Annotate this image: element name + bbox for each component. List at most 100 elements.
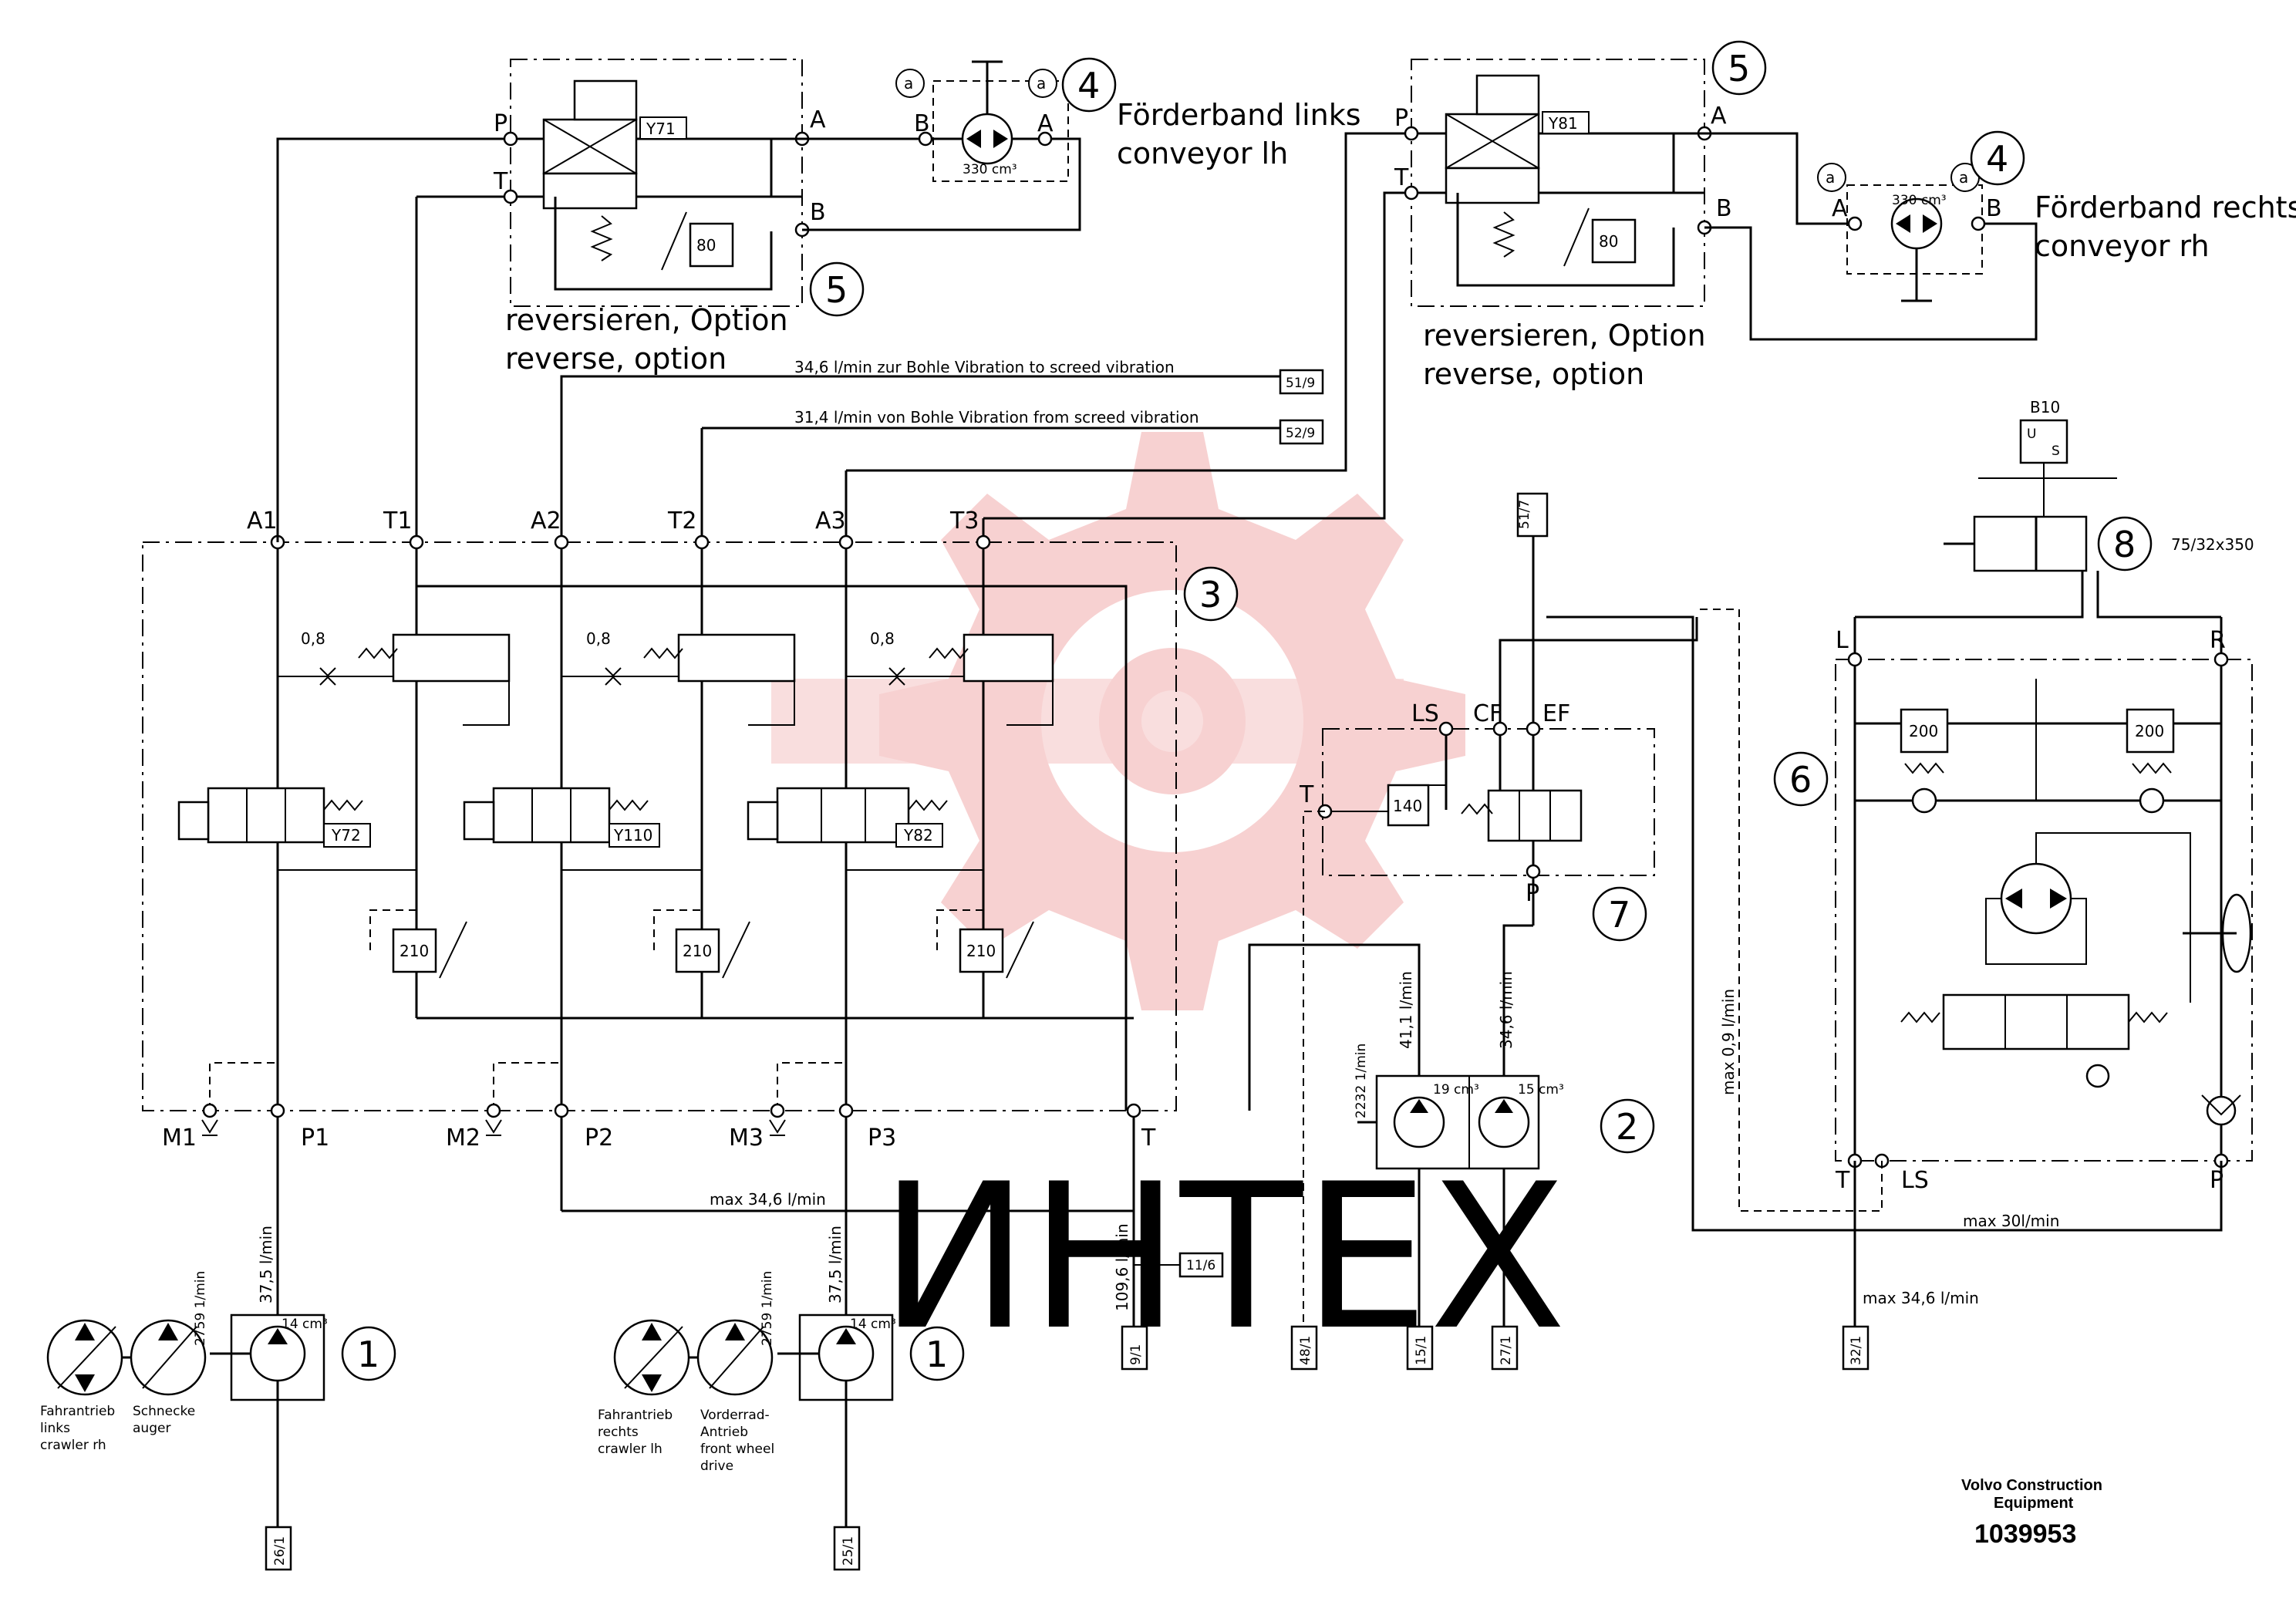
port-t2: T2 — [667, 508, 696, 534]
lh-port-t: T — [493, 168, 508, 195]
su-relief-200-1: 200 — [1909, 722, 1938, 740]
steering-unit — [1546, 419, 2253, 1371]
rh-motor-a: A — [1832, 195, 1848, 222]
port-p2: P2 — [585, 1125, 613, 1152]
tag-15-1: 15/1 — [1414, 1336, 1429, 1365]
tag-51-9: 51/9 — [1286, 376, 1315, 391]
pv-relief-140: 140 — [1393, 797, 1422, 815]
port-a3: A3 — [815, 508, 846, 534]
lh-valve-number: 5 — [825, 269, 848, 311]
rh-port-b: B — [1716, 195, 1732, 222]
rh-option-de: reversieren, Option — [1423, 319, 1706, 352]
lh-caption-en: conveyor lh — [1117, 137, 1288, 170]
solenoid-y72: Y72 — [331, 826, 361, 845]
pv-port-ef: EF — [1542, 700, 1570, 727]
lh-option-en: reverse, option — [505, 342, 727, 376]
tag-48-1: 48/1 — [1298, 1336, 1313, 1365]
solenoid-y110: Y110 — [613, 826, 652, 845]
cylinder-number: 8 — [2113, 524, 2136, 565]
tp-flow-a: 41,1 l/min — [1397, 971, 1415, 1049]
lh-motor2-l1: Schnecke — [133, 1404, 195, 1419]
relief-210-2: 210 — [683, 942, 712, 960]
lh-option-de: reversieren, Option — [505, 303, 788, 337]
rh-port-a: A — [1711, 103, 1727, 130]
lh-motor-b: B — [914, 110, 930, 137]
tp-disp-a: 19 cm³ — [1433, 1082, 1479, 1098]
pv-port-p: P — [1526, 880, 1539, 907]
pv-port-cf: CF — [1473, 700, 1502, 727]
lh-motor1-l1: Fahrantrieb — [40, 1404, 115, 1419]
lh-pump-disp: 14 cm³ — [282, 1317, 328, 1332]
pump-rh — [613, 1313, 894, 1571]
rh-marker-1: a — [1826, 168, 1835, 187]
lh-marker-1: a — [904, 74, 913, 93]
lh-port-a: A — [810, 106, 826, 133]
footer-company: Volvo Construction — [1961, 1477, 2102, 1494]
lh-motor-a: A — [1037, 110, 1054, 137]
rh-caption-de: Förderband rechts — [2035, 191, 2296, 224]
rh-port-p: P — [1394, 105, 1408, 132]
port-p3: P3 — [868, 1125, 896, 1152]
flow-max-return: max 34,6 l/min — [710, 1190, 826, 1209]
pv-port-ls: LS — [1411, 700, 1439, 727]
tp-rpm: 2232 1/min — [1354, 1044, 1369, 1118]
pump-lh — [46, 1313, 325, 1571]
cylinder-size: 75/32x350 — [2171, 535, 2254, 554]
port-m3: M3 — [729, 1125, 764, 1152]
rh-motor-b: B — [1986, 195, 2002, 222]
tag-52-9: 52/9 — [1286, 426, 1315, 441]
steering-unit-number: 6 — [1789, 759, 1812, 801]
lh-motor2-l2: auger — [133, 1421, 170, 1436]
sensor-u: U — [2027, 427, 2036, 442]
footer-drawing-no: 1039953 — [1974, 1519, 2076, 1549]
rh-port-t: T — [1394, 164, 1409, 191]
rh-motor1-l1: Fahrantrieb — [598, 1408, 673, 1423]
rh-caption-en: conveyor rh — [2035, 229, 2210, 263]
rh-motor2-l4: drive — [700, 1458, 733, 1474]
rh-motor-disp: 330 cm³ — [1892, 193, 1947, 208]
tag-25-1: 25/1 — [841, 1536, 856, 1566]
port-t3: T3 — [949, 508, 979, 534]
relief-210-3: 210 — [966, 942, 996, 960]
su-port-l: L — [1836, 627, 1849, 654]
port-a1: A1 — [247, 508, 278, 534]
rh-motor1-l2: rechts — [598, 1425, 639, 1440]
su-port-ls: LS — [1901, 1167, 1929, 1194]
flow-from-screed: 31,4 l/min von Bohle Vibration from scre… — [794, 408, 1199, 427]
tp-flow-b: 34,6 l/min — [1497, 971, 1515, 1049]
lh-pump-number: 1 — [357, 1334, 379, 1375]
conveyor-rh-motor — [1846, 184, 1986, 302]
port-t: T — [1141, 1125, 1156, 1152]
su-relief-200-2: 200 — [2135, 722, 2164, 740]
rh-motor2-l3: front wheel — [700, 1442, 774, 1457]
tag-51-7: 51/7 — [1517, 500, 1532, 529]
tag-26-1: 26/1 — [272, 1536, 288, 1566]
solenoid-y71: Y71 — [646, 120, 676, 138]
relief-210-1: 210 — [400, 942, 429, 960]
flow-max-p: max 30l/min — [1963, 1212, 2059, 1230]
valve-block-number: 3 — [1199, 574, 1222, 615]
orifice-1: 0,8 — [301, 629, 325, 648]
rh-valve-number: 5 — [1728, 48, 1750, 89]
tag-27-1: 27/1 — [1499, 1336, 1514, 1365]
solenoid-y81: Y81 — [1548, 114, 1578, 133]
su-port-p: P — [2210, 1167, 2224, 1194]
rh-pump-flow: 37,5 l/min — [826, 1226, 845, 1303]
conveyor-rh-valve — [1404, 59, 2038, 341]
su-port-r: R — [2210, 627, 2226, 654]
flow-max-steer-return: max 34,6 l/min — [1863, 1289, 1979, 1307]
sensor-s: S — [2052, 443, 2060, 459]
conveyor-lh-motor — [918, 60, 1069, 182]
flow-return: 109,6 l/min — [1113, 1223, 1131, 1311]
rh-motor1-l3: crawler lh — [598, 1442, 663, 1457]
rh-pump-number: 1 — [925, 1334, 948, 1375]
rh-pump-disp: 14 cm³ — [850, 1317, 896, 1332]
rh-marker-2: a — [1959, 168, 1968, 187]
rh-motor2-l1: Vorderrad- — [700, 1408, 770, 1423]
lh-caption-de: Förderband links — [1117, 98, 1361, 132]
tag-9-1: 9/1 — [1128, 1344, 1144, 1365]
sensor-b10: B10 — [2030, 398, 2060, 416]
